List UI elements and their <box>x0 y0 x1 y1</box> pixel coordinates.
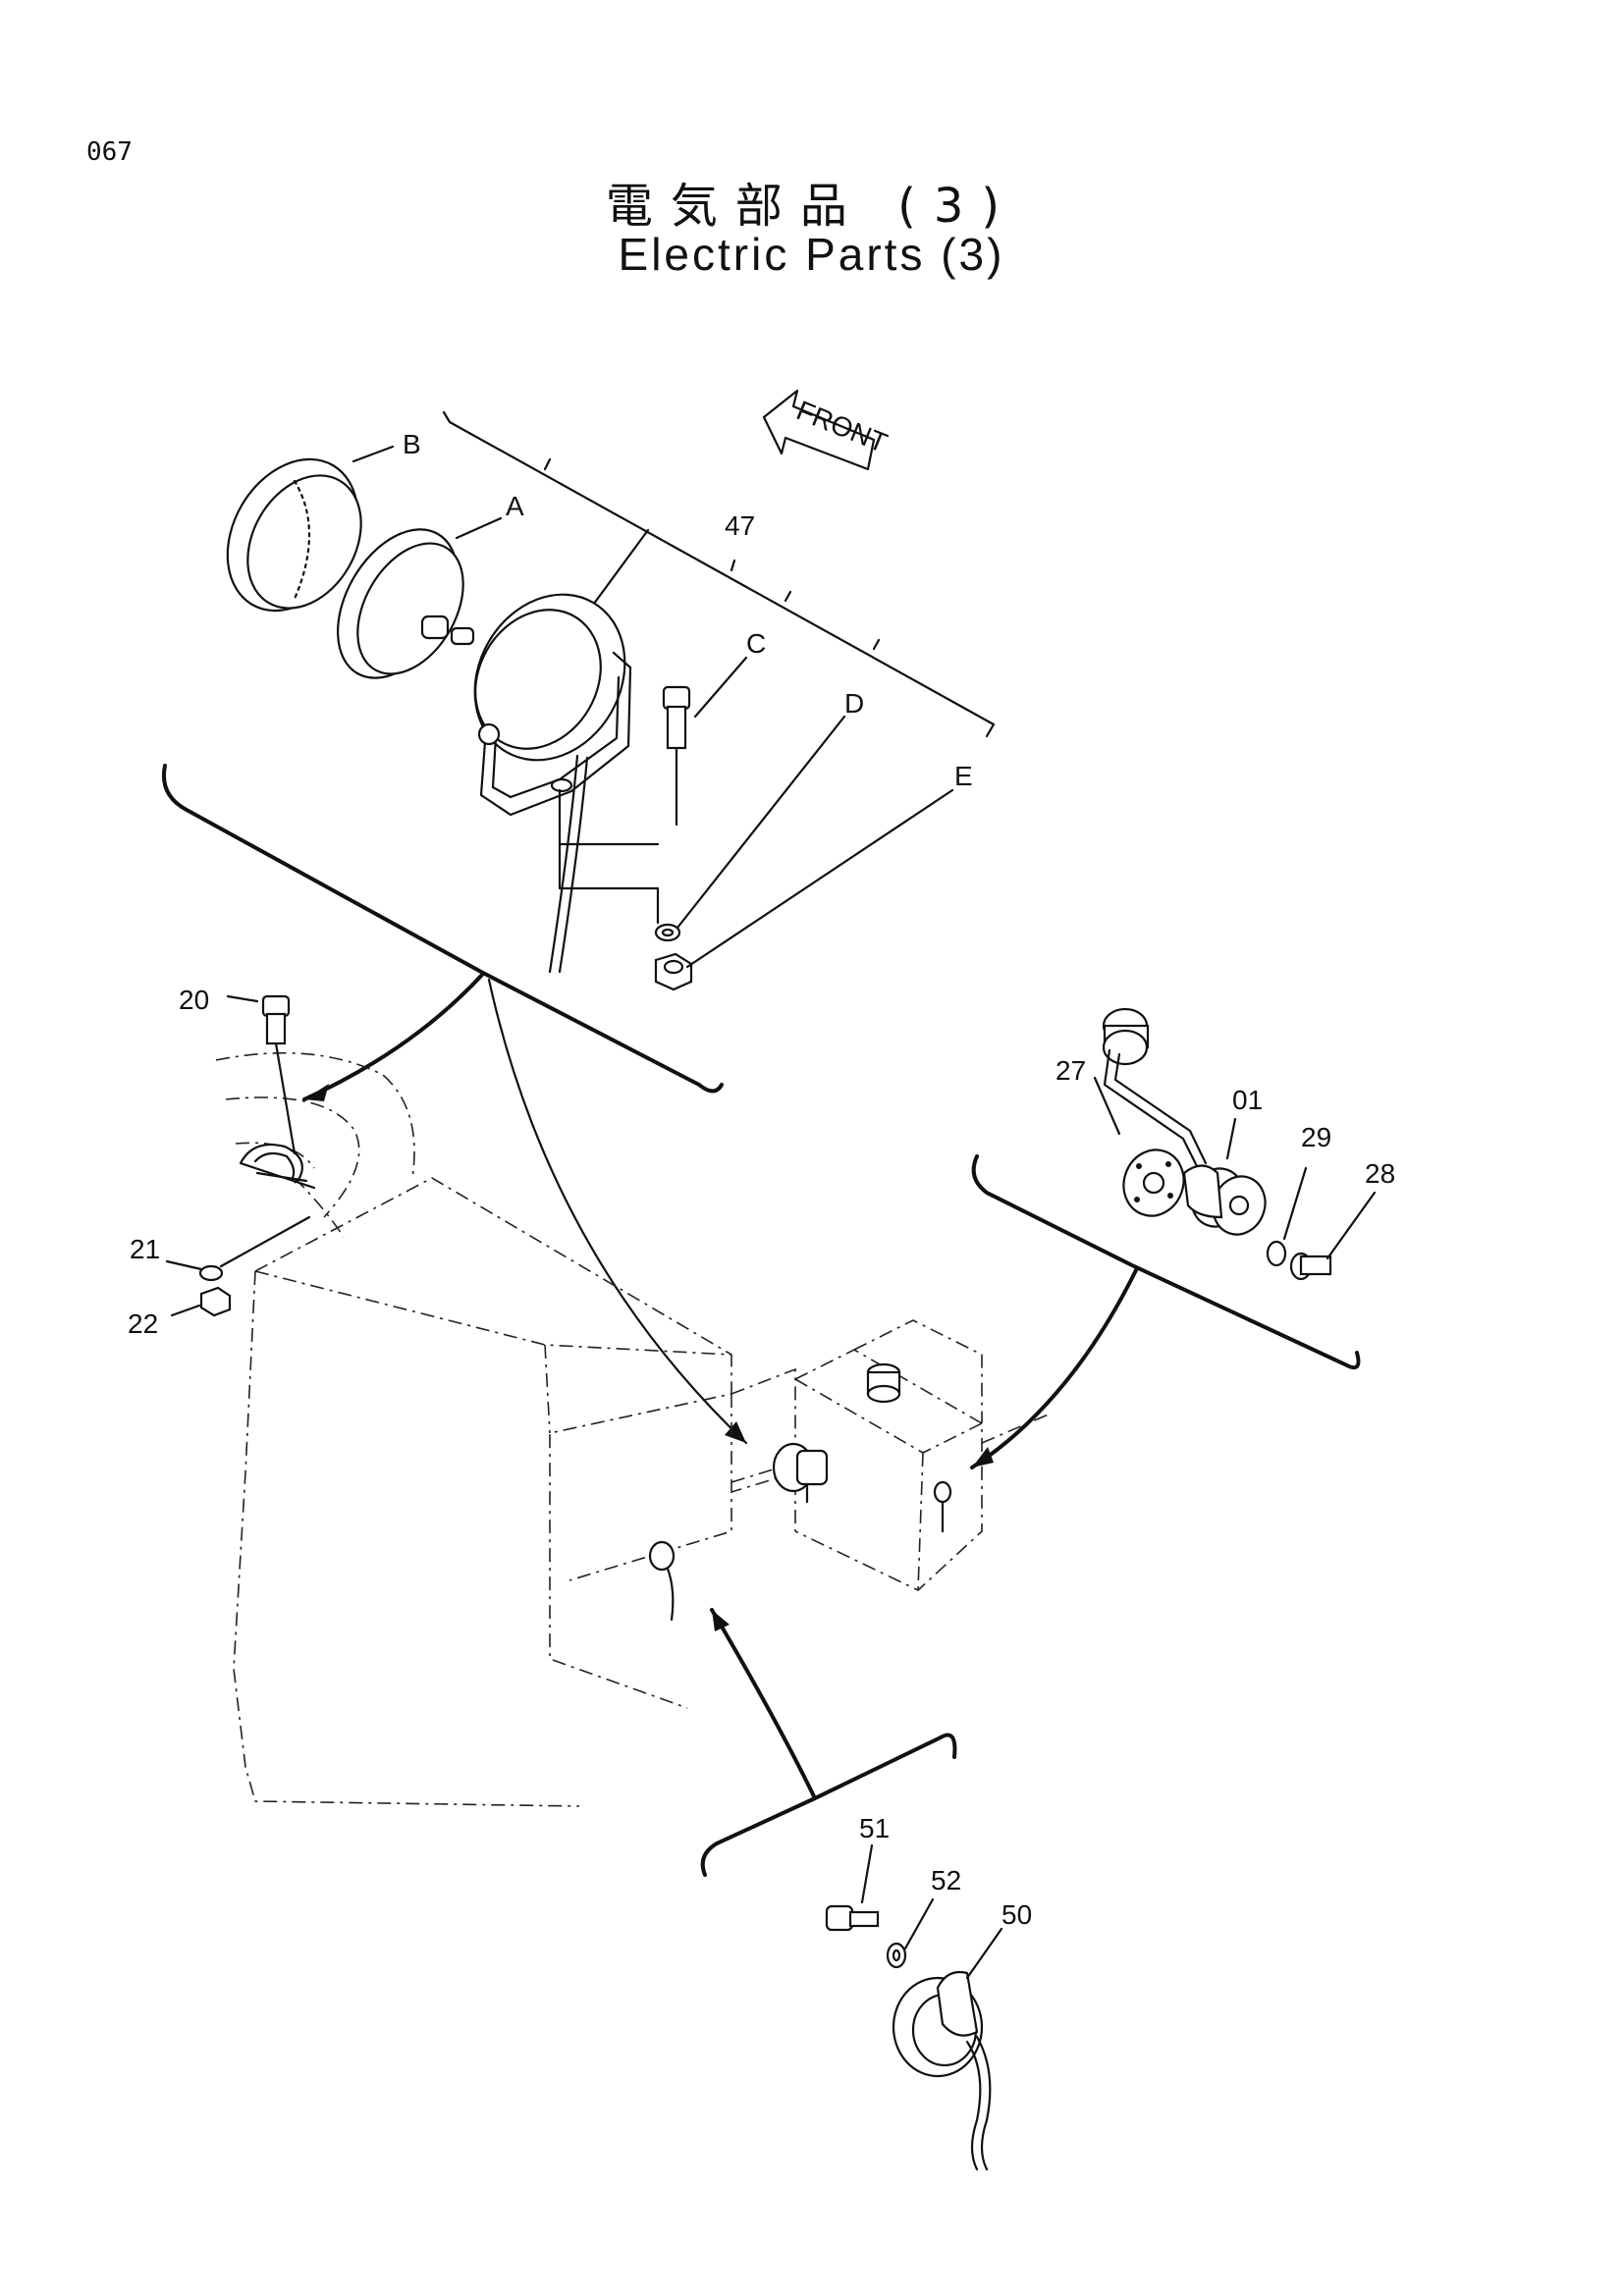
horn-unit <box>892 1970 992 2171</box>
bolt-51 <box>825 1904 880 1932</box>
callout-20: 20 <box>179 985 209 1015</box>
page-title-english: Electric Parts (3) <box>618 229 1005 280</box>
mounted-horn <box>648 1540 676 1622</box>
page-title-japanese: 電気部品 (3) <box>605 179 1018 234</box>
nut-e <box>654 952 693 991</box>
callout-47: 47 <box>725 510 755 541</box>
screw-28 <box>1289 1252 1332 1281</box>
callout-52: 52 <box>931 1865 961 1896</box>
callout-e: E <box>954 761 973 791</box>
front-label: FRONT <box>792 395 892 458</box>
washer-52 <box>886 1942 907 1969</box>
callout-b: B <box>403 429 421 459</box>
work-light-housing <box>473 593 660 974</box>
washer-29 <box>1266 1240 1287 1267</box>
bolt-20 <box>261 994 297 1155</box>
callout-22: 22 <box>128 1308 158 1339</box>
work-light-callout-bracket <box>442 410 996 738</box>
bolt-c <box>662 685 691 827</box>
nut-22 <box>199 1286 232 1317</box>
front-direction-arrow: FRONT <box>762 389 892 471</box>
page-number: 067 <box>86 137 133 167</box>
light-lens <box>336 528 475 679</box>
mounted-work-light <box>772 1442 829 1504</box>
callout-50: 50 <box>1001 1899 1032 1930</box>
washer-21 <box>198 1215 311 1282</box>
callout-29: 29 <box>1301 1122 1331 1152</box>
callout-28: 28 <box>1365 1158 1395 1189</box>
tank-outline <box>794 1319 1052 1591</box>
sender-detail-panel <box>970 1154 1361 1469</box>
horn-detail-panel <box>700 1608 957 1877</box>
clamp-bracket <box>239 1143 316 1190</box>
callout-21: 21 <box>130 1234 160 1264</box>
light-detail-panel <box>162 764 748 1445</box>
machine-body-outline <box>215 1051 796 1807</box>
callout-c: C <box>746 628 766 659</box>
sender-unit <box>1102 1007 1267 1236</box>
washer-d <box>654 923 681 942</box>
callout-51: 51 <box>859 1813 890 1843</box>
light-rim-ring <box>226 457 362 613</box>
callout-01: 01 <box>1232 1085 1263 1115</box>
callout-a: A <box>506 491 524 521</box>
callout-27: 27 <box>1055 1055 1086 1086</box>
callout-d: D <box>844 688 864 719</box>
mounted-sender <box>933 1480 952 1533</box>
